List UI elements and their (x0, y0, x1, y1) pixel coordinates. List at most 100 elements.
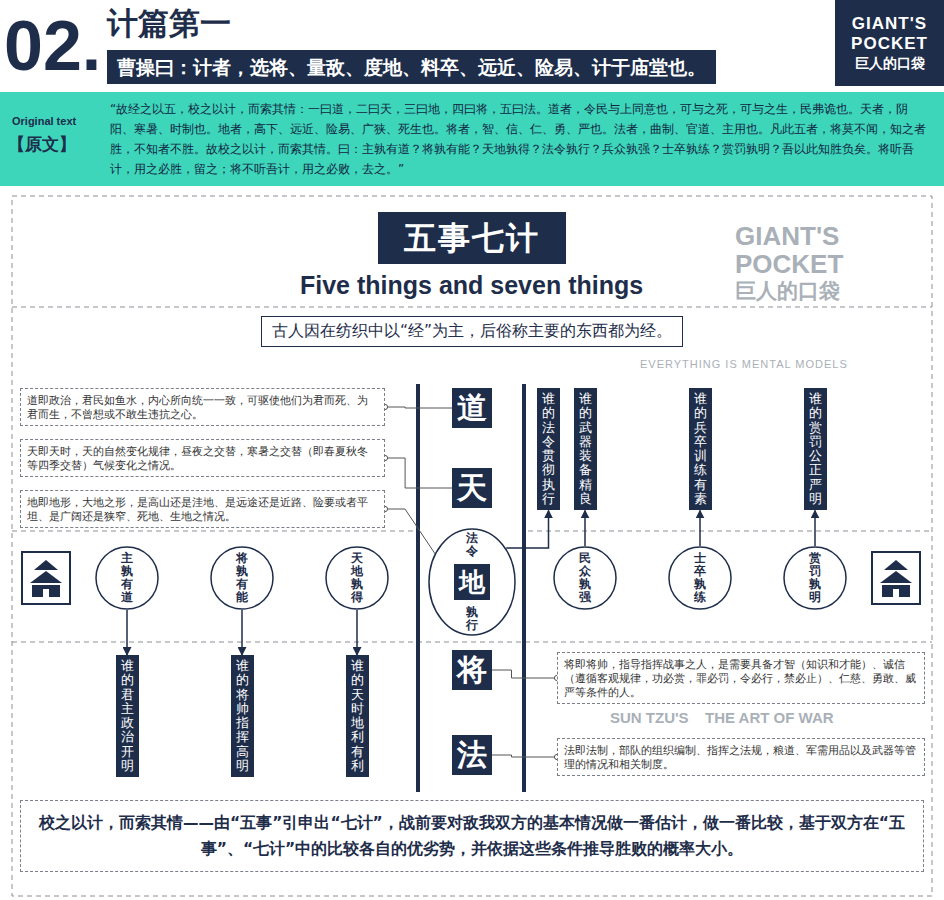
node-text: 谁的将帅指挥高明 (236, 659, 249, 773)
node-text: 谁的君主政治开明 (121, 659, 134, 773)
plan-circle: 赏罚孰明 (783, 546, 847, 610)
node-text: 谁的赏罚公正严明 (809, 392, 822, 506)
node-text: 道 (457, 388, 487, 429)
node-text: POCKET (851, 34, 928, 54)
connector (492, 670, 557, 678)
watermark: EVERYTHING IS MENTAL MODELS (640, 358, 848, 370)
connector (356, 610, 358, 655)
node-text: 地 (459, 565, 485, 600)
node-text: 五事七计 (404, 212, 540, 264)
plan-circle: 主孰有道 (95, 546, 159, 610)
note-box: 法即法制，部队的组织编制、指挥之法规，粮道、军需用品以及武器等管理的情况和相关制… (557, 738, 925, 776)
logo-box: GIANT'SPOCKET巨人的口袋 (835, 0, 944, 86)
connector (241, 610, 243, 655)
section-heading: 五事七计 (378, 212, 566, 264)
node-text: 法 (457, 735, 487, 776)
note-box: 古人因在纺织中以“经”为主，后俗称主要的东西都为经。 (261, 316, 683, 347)
divider-line (528, 531, 932, 532)
question-box: 谁的天时地利有利 (346, 655, 369, 777)
node-text: 天地孰得 (351, 552, 363, 605)
factor-box: 将 (452, 650, 492, 690)
watermark: 巨人的口袋 (735, 279, 840, 304)
node-text: 民众孰强 (579, 552, 591, 605)
icon-roof (30, 571, 62, 583)
plan-circle: 民众孰强 (553, 546, 617, 610)
node-text: “故经之以五，校之以计，而索其情：一曰道，二曰天，三曰地，四曰将，五曰法。道者，… (110, 99, 928, 179)
node-text: 法即法制，部队的组织编制、指挥之法规，粮道、军需用品以及武器等管理的情况和相关制… (564, 743, 918, 771)
outline-ellipse (326, 547, 388, 609)
icon-door (43, 589, 49, 597)
divider-line (12, 307, 932, 308)
page-title: 计篇第一 (107, 3, 231, 45)
connector (584, 510, 586, 546)
node-text: 赏罚孰明 (809, 552, 821, 605)
watermark: THE ART OF WAR (705, 709, 834, 726)
node-text: 校之以计，而索其情——由“五事”引申出“七计”，战前要对敌我双方的基本情况做一番… (35, 810, 909, 862)
node-text: 主孰有道 (121, 552, 133, 605)
node-text: 【原文】 (8, 133, 76, 156)
node-text: 士卒孰练 (694, 552, 706, 605)
icon-frame (872, 552, 920, 604)
factor-box: 地 (454, 564, 490, 600)
english-subtitle: Five things and seven things (300, 270, 643, 300)
icon-roof (880, 571, 912, 583)
outline-ellipse (96, 547, 158, 609)
node-text: 天 (457, 468, 487, 509)
node-text: 谁的天时地利有利 (351, 659, 364, 773)
column-bar (522, 384, 526, 792)
question-box: 谁的武器装备精良 (574, 388, 597, 510)
plan-ellipse: 法令孰行地 (428, 528, 516, 636)
note-box: 地即地形，大地之形，是高山还是洼地、是远途还是近路、险要或者平坦、是广阔还是狭窄… (20, 490, 385, 528)
factor-box: 天 (452, 468, 492, 508)
node-text: 孰行 (466, 606, 478, 632)
icon-base (32, 585, 60, 597)
outline-ellipse (429, 529, 515, 635)
node-text: 道即政治，君民如鱼水，内心所向统一一致，可驱使他们为君而死、为君而生，不曾想或不… (27, 393, 378, 421)
connector (699, 510, 701, 546)
plan-circle: 将孰有能 (210, 546, 274, 610)
node-text: 巨人的口袋 (855, 54, 925, 73)
connector (385, 458, 452, 488)
outline-ellipse (211, 547, 273, 609)
connector (126, 610, 128, 655)
outline-ellipse (784, 547, 846, 609)
icon-door (893, 589, 899, 597)
connector (492, 755, 557, 757)
subtitle-band: 曹操曰：计者，选将、量敌、度地、料卒、远近、险易、计于庙堂也。 (107, 50, 716, 84)
plan-circle: 士卒孰练 (668, 546, 732, 610)
connector (814, 510, 816, 546)
factor-box: 法 (452, 735, 492, 775)
node-text: 谁的兵卒训练有素 (694, 392, 707, 506)
divider-line (12, 531, 415, 532)
question-box: 谁的法令贯彻执行 (537, 388, 560, 510)
watermark: GIANT'S (735, 222, 839, 250)
factor-box: 道 (452, 388, 492, 428)
question-box: 谁的君主政治开明 (116, 655, 139, 777)
connector (506, 510, 548, 548)
outline-ellipse (554, 547, 616, 609)
question-box: 谁的将帅指挥高明 (231, 655, 254, 777)
node-text: 将即将帅，指导指挥战事之人，是需要具备才智（知识和才能）、诚信（遵循客观规律，功… (564, 657, 918, 699)
node-text: 法令 (466, 532, 478, 558)
original-text-band: Original text 【原文】 “故经之以五，校之以计，而索其情：一曰道，二曰… (0, 92, 944, 186)
divider-line (12, 642, 932, 643)
summary-box: 校之以计，而索其情——由“五事”引申出“七计”，战前要对敌我双方的基本情况做一番… (20, 800, 924, 872)
node-text: 将 (457, 650, 487, 691)
castle-icon (22, 552, 70, 604)
node-text: Original text (12, 115, 76, 127)
section-number: 02. (4, 6, 101, 86)
node-text: 地即地形，大地之形，是高山还是洼地、是远途还是近路、险要或者平坦、是广阔还是狭窄… (27, 495, 378, 523)
note-box: 道即政治，君民如鱼水，内心所向统一一致，可驱使他们为君而死、为君而生，不曾想或不… (20, 388, 385, 426)
node-text: 谁的法令贯彻执行 (542, 392, 555, 506)
question-box: 谁的赏罚公正严明 (804, 388, 827, 510)
node-text: 古人因在纺织中以“经”为主，后俗称主要的东西都为经。 (272, 321, 672, 342)
question-box: 谁的兵卒训练有素 (689, 388, 712, 510)
outline-ellipse (669, 547, 731, 609)
note-box: 将即将帅，指导指挥战事之人，是需要具备才智（知识和才能）、诚信（遵循客观规律，功… (557, 652, 925, 704)
icon-roof (884, 560, 908, 570)
node-text: GIANT'S (852, 14, 927, 34)
castle-icon (872, 552, 920, 604)
watermark: POCKET (735, 250, 843, 278)
node-text: 将孰有能 (236, 552, 248, 605)
node-text: 谁的武器装备精良 (579, 392, 592, 506)
